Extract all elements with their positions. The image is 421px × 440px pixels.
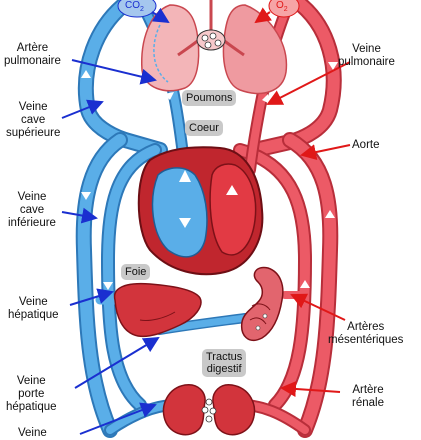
label-pointers (61, 59, 351, 435)
left-heart-chambers (209, 163, 257, 256)
o2-badge (268, 0, 300, 18)
inferior-vena-cava-label: Veine cave inférieure (8, 191, 56, 229)
lungs-tag: Poumons (182, 90, 237, 106)
alveoli-capillary-bed (196, 29, 226, 51)
right-heart-chambers (151, 167, 208, 258)
o2-label: O2 (276, 0, 288, 13)
pulmonary-vein-label: Veine pulmonaire (338, 43, 395, 68)
co2-badge (117, 0, 157, 18)
co2-label: CO2 (125, 0, 144, 13)
left-kidney (162, 383, 206, 436)
gas-badges (117, 0, 300, 24)
heart (137, 146, 264, 276)
liver (113, 282, 202, 338)
lungs (141, 0, 288, 95)
hepatic-portal-vein-label: Veine porte hépatique (6, 375, 57, 413)
renal-vein-label: Veine (18, 427, 47, 439)
liver-tag: Foie (121, 264, 151, 280)
heart-tag: Coeur (185, 120, 223, 136)
right-lung (222, 4, 288, 95)
superior-vena-cava-label: Veine cave supérieure (6, 101, 61, 139)
pulmonary-artery-label: Artère pulmonaire (4, 42, 61, 67)
kidneys (162, 383, 256, 436)
hepatic-vein-label: Veine hépatique (8, 296, 59, 321)
digestive-tract (240, 266, 284, 342)
right-kidney (212, 383, 256, 436)
digestive-tract-tag: Tractus digestif (202, 349, 247, 377)
aorta-label: Aorte (352, 139, 380, 151)
renal-artery-label: Artère rénale (352, 384, 384, 409)
mesenteric-arteries-label: Artères mésentériques (328, 321, 404, 346)
